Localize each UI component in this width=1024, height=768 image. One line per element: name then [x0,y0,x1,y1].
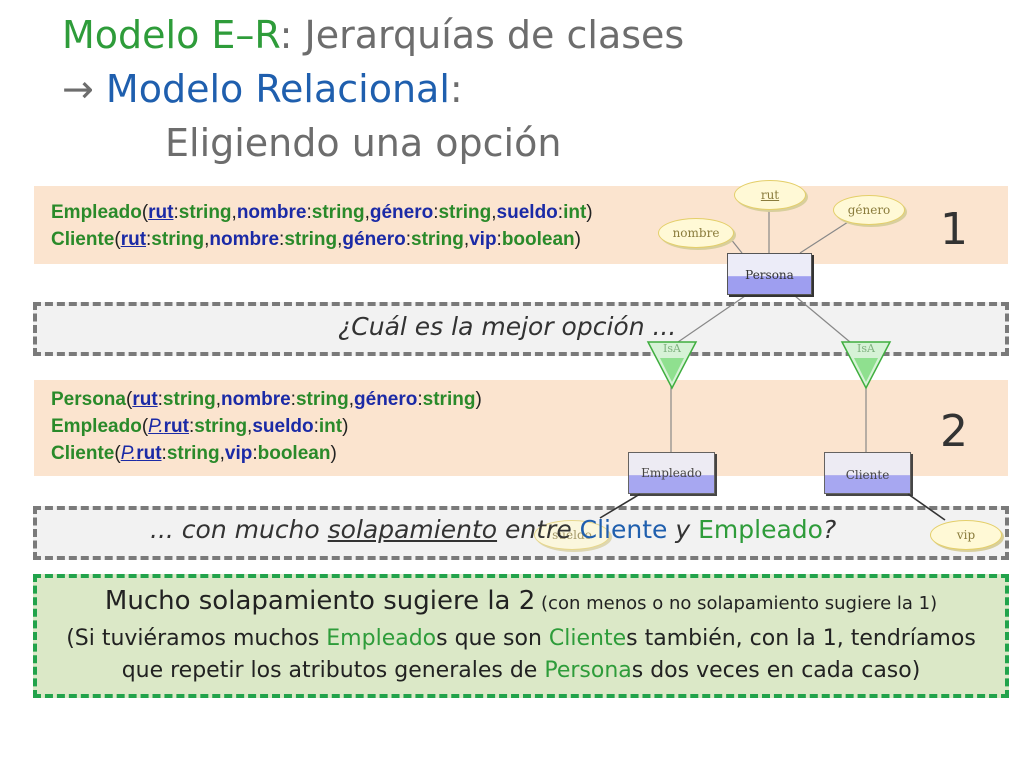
question1-text: ¿Cuál es la mejor opción ... [338,312,677,341]
schema-empleado-2: Empleado(P.rut:string,sueldo:int) [51,416,349,437]
schema-persona-2: Persona(rut:string,nombre:string,género:… [51,389,482,410]
schema-empleado-1: Empleado(rut:string,nombre:string,género… [51,202,593,223]
title-arrow: → [62,67,106,111]
entity-cliente: Cliente [824,452,911,494]
title-line-1: Modelo E–R: Jerarquías de clases [62,16,684,54]
isa-right-label: IsA [857,342,875,355]
question2-text: ... con mucho solapamiento entre Cliente… [150,515,837,544]
question2-box [33,506,1009,560]
option2-schema: Persona(rut:string,nombre:string,género:… [51,386,482,467]
title-choosing-option: Eligiendo una opción [165,121,562,165]
title-relational-model: Modelo Relacional [105,67,450,111]
isa-left-icon [646,341,698,390]
line-cliente-vip [907,493,946,521]
option2-number: 2 [940,406,968,457]
conclusion-box [33,574,1009,698]
conclusion-line-1: Mucho solapamiento sugiere la 2 (con men… [104,586,938,616]
title-hierarchies: : Jerarquías de clases [279,13,685,57]
conclusion-line-2: (Si tuviéramos muchos Empleados que son … [66,626,976,651]
line-empleado-sueldo [599,493,641,519]
question1-box [33,302,1009,356]
isa-left-label: IsA [663,342,681,355]
entity-empleado: Empleado [628,452,715,494]
entity-persona: Persona [727,253,812,295]
line-nombre-persona [729,237,743,254]
schema-cliente-1: Cliente(rut:string,nombre:string,género:… [51,229,581,250]
attr-vip: vip [930,520,1002,550]
attr-genero: género [833,195,905,225]
title-line-3: Eligiendo una opción [165,124,561,162]
title-line-2: → Modelo Relacional: [62,70,463,108]
title-colon: : [449,67,463,111]
option1-schema: Empleado(rut:string,nombre:string,género… [51,199,593,253]
line-persona-isa-left [677,295,746,343]
option1-number: 1 [940,204,968,255]
attr-sueldo: sueldo [534,520,610,550]
attr-rut: rut [734,180,806,210]
line-persona-isa-right [794,295,851,343]
schema-cliente-2: Cliente(P.rut:string,vip:boolean) [51,443,337,464]
line-genero-persona [799,221,849,254]
attr-nombre: nombre [658,218,734,248]
title-er-model: Modelo E–R [62,13,280,57]
conclusion-line-3: que repetir los atributos generales de P… [121,658,921,683]
isa-right-icon [840,341,892,390]
